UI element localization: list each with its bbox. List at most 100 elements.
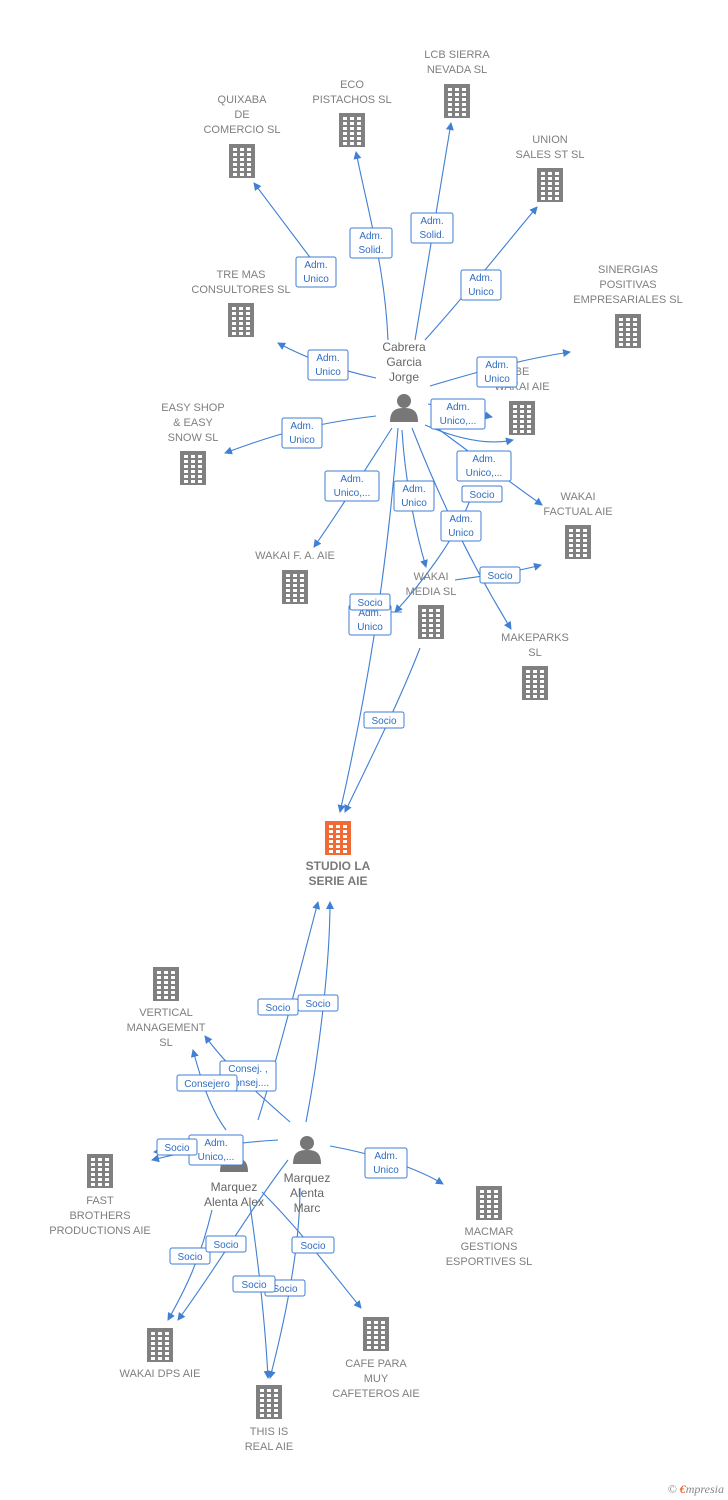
relation-label[interactable]: Adm.Unico [364, 1147, 408, 1179]
relation-label-text: Unico,... [334, 488, 371, 499]
node-label-line: SALES ST SL [516, 149, 585, 161]
relation-label[interactable]: Socio [363, 711, 405, 729]
relation-label[interactable]: Socio [257, 998, 299, 1016]
relation-label-text: Adm. [469, 273, 492, 284]
node-label-line: MEDIA SL [406, 586, 457, 598]
brand-logo-initial: € [679, 1482, 686, 1496]
relation-label-text: Socio [241, 1280, 266, 1291]
relation-label-text: Unico [315, 367, 341, 378]
relation-label[interactable]: Adm.Unico,... [456, 450, 512, 482]
node-label-line: TRE MAS [217, 269, 266, 281]
relation-label-text: Socio [469, 490, 494, 501]
node-label-line: BROTHERS [69, 1210, 130, 1222]
relation-label[interactable]: Socio [349, 593, 391, 611]
company-node[interactable]: MAKEPARKS SL [501, 632, 569, 700]
relation-label-text: Unico [484, 374, 510, 385]
node-label-line: Cabrera [382, 340, 426, 354]
building-icon [615, 314, 641, 348]
node-label-line: CONSULTORES SL [191, 284, 290, 296]
relation-label-box [349, 227, 393, 259]
node-label-line: MANAGEMENT [127, 1022, 206, 1034]
relation-label[interactable]: Adm.Unico,... [324, 470, 380, 502]
company-node[interactable]: WAKAI F. A. AIE [255, 550, 335, 604]
relation-label[interactable]: Adm.Unico,... [430, 398, 486, 430]
node-label-line: & EASY [173, 417, 213, 429]
relation-label-box [156, 1138, 198, 1156]
relation-label[interactable]: Socio [297, 994, 339, 1012]
relation-label[interactable]: Socio [479, 566, 521, 584]
relation-label-text: Unico,... [466, 468, 503, 479]
relation-edge [424, 206, 538, 341]
relation-edge [167, 1209, 213, 1321]
relation-label[interactable]: Socio [156, 1138, 198, 1156]
relation-label-text: Solid. [358, 245, 383, 256]
building-icon [87, 1154, 113, 1188]
relation-label-text: Unico [357, 622, 383, 633]
relation-label[interactable]: Adm.Unico [307, 349, 349, 381]
node-label-line: MACMAR [465, 1226, 514, 1238]
node-label-line: WAKAI [560, 491, 595, 503]
node-label-line: ECO [340, 79, 364, 91]
relation-label[interactable]: Adm.Unico [281, 417, 323, 449]
relation-label-box [363, 711, 405, 729]
relation-label[interactable]: Socio [291, 1236, 335, 1254]
relation-label[interactable]: Adm.Solid. [410, 212, 454, 244]
node-label-line: MUY [364, 1373, 389, 1385]
relation-label-box [307, 349, 349, 381]
relation-label-text: Unico,... [198, 1152, 235, 1163]
relation-label-box [430, 398, 486, 430]
node-label-line: NEVADA SL [427, 64, 487, 76]
building-icon [228, 303, 254, 337]
relation-label[interactable]: Adm.Unico [393, 480, 435, 512]
building-icon [363, 1317, 389, 1351]
relation-label[interactable]: Adm.Unico [295, 256, 337, 288]
relation-label[interactable]: Adm. Unico [440, 510, 482, 542]
relation-label-text: Socio [265, 1003, 290, 1014]
node-label-line: Alenta [290, 1186, 324, 1200]
relation-label[interactable]: Consejero [176, 1074, 238, 1092]
relation-label-text: Adm. [449, 514, 472, 525]
brand-logo-text: mpresia [685, 1482, 724, 1496]
company-node[interactable]: TRE MAS CONSULTORES SL [191, 269, 291, 337]
building-icon [537, 168, 563, 202]
relation-label-text: Consej. , [228, 1064, 267, 1075]
relation-label[interactable]: Adm.Unico [460, 269, 502, 301]
relation-label[interactable]: Socio [205, 1235, 247, 1253]
relation-label-text: Unico [448, 528, 474, 539]
node-label-line: MAKEPARKS [501, 632, 569, 644]
node-label-line: Alenta Alex [204, 1195, 264, 1209]
relation-label[interactable]: Socio [232, 1275, 276, 1293]
copyright-symbol: © [667, 1482, 677, 1496]
building-icon [282, 570, 308, 604]
building-icon [418, 605, 444, 639]
node-label-line: SL [528, 647, 541, 659]
relation-label-box [232, 1275, 276, 1293]
building-icon [565, 525, 591, 559]
relation-label[interactable]: Socio [461, 485, 503, 503]
relation-label-text: Adm. [358, 608, 381, 619]
relation-label-text: Socio [272, 1284, 297, 1295]
relation-label[interactable]: Adm.Solid. [349, 227, 393, 259]
relation-edge [190, 1049, 227, 1131]
relation-label[interactable]: Socio [169, 1247, 211, 1265]
relation-label-text: Socio [164, 1143, 189, 1154]
node-label-line: REAL AIE [245, 1441, 294, 1453]
relation-label[interactable]: Adm.Unico [476, 356, 518, 388]
company-node[interactable]: WAKAI DPS AIE [120, 1328, 201, 1380]
